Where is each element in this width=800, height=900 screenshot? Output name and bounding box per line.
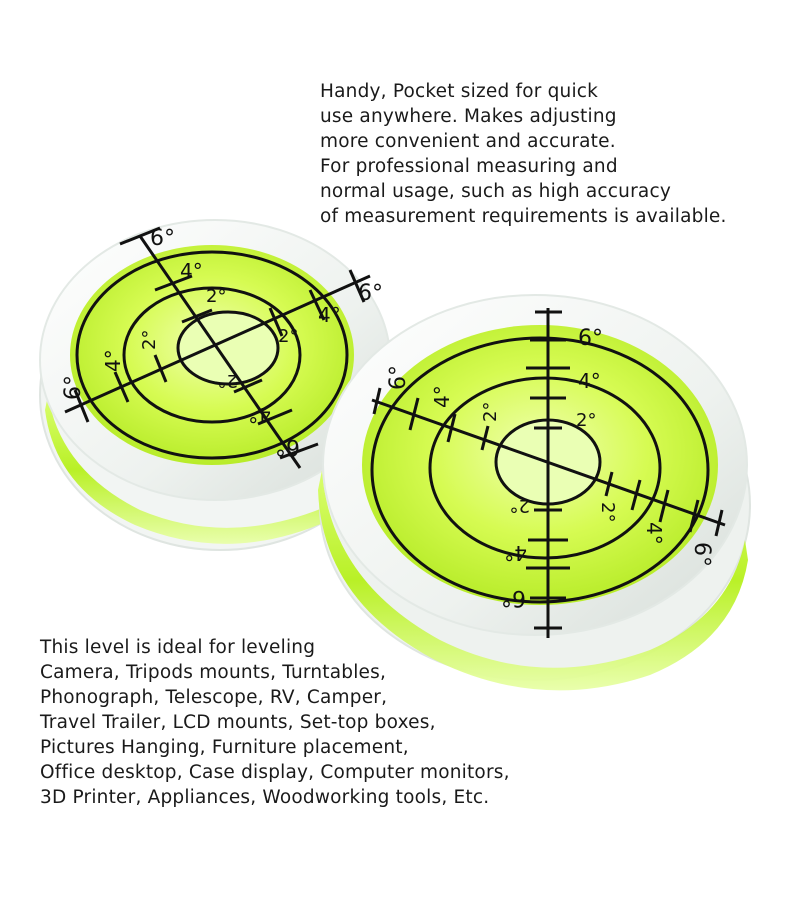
left-level-label-6-bottom: 6° bbox=[275, 434, 300, 459]
description-line: Phonograph, Telescope, RV, Camper, bbox=[40, 687, 388, 708]
left-level-label-4-right: 4° bbox=[318, 303, 341, 327]
product-description-top: Handy, Pocket sized for quick use anywhe… bbox=[320, 79, 727, 229]
right-level-label-6-right: 6° bbox=[689, 542, 714, 567]
right-level-label-4-top: 4° bbox=[578, 369, 601, 393]
left-level-label-6-top: 6° bbox=[150, 226, 175, 251]
description-line: Handy, Pocket sized for quick bbox=[320, 81, 599, 102]
right-bubble-level: 6° 4° 2° 6° 4° 2° 2° 4° 6° 2° 4° 6° bbox=[318, 294, 751, 691]
left-level-label-2-bottom: 2° bbox=[218, 370, 238, 391]
left-level-label-4-top: 4° bbox=[180, 259, 203, 283]
right-level-label-4-right: 4° bbox=[642, 522, 666, 545]
description-line: Travel Trailer, LCD mounts, Set-top boxe… bbox=[40, 712, 436, 733]
description-line: use anywhere. Makes adjusting bbox=[320, 106, 617, 127]
right-level-label-4-bottom: 4° bbox=[504, 541, 527, 565]
right-level-label-6-top: 6° bbox=[578, 326, 603, 351]
left-level-label-4-bottom: 4° bbox=[248, 403, 271, 427]
left-bubble-level: 6° 4° 2° 6° 4° 2° 2° 4° 6° 2° 4° 6° bbox=[39, 219, 401, 551]
right-level-label-2-right: 2° bbox=[597, 502, 618, 522]
description-line: For professional measuring and bbox=[320, 156, 618, 177]
right-level-label-2-left: 2° bbox=[480, 402, 501, 422]
description-line: Office desktop, Case display, Computer m… bbox=[40, 762, 510, 783]
left-level-label-6-right: 6° bbox=[358, 281, 383, 306]
description-line: Camera, Tripods mounts, Turntables, bbox=[40, 662, 387, 683]
right-level-label-4-left: 4° bbox=[430, 385, 454, 408]
description-line: 3D Printer, Appliances, Woodworking tool… bbox=[40, 787, 490, 808]
right-level-label-6-bottom: 6° bbox=[501, 585, 526, 610]
description-line: of measurement requirements is available… bbox=[320, 206, 727, 227]
right-level-label-2-bottom: 2° bbox=[510, 495, 530, 516]
description-line: normal usage, such as high accuracy bbox=[320, 181, 671, 202]
description-line: Pictures Hanging, Furniture placement, bbox=[40, 737, 409, 758]
left-level-label-6-left: 6° bbox=[61, 375, 86, 400]
left-level-label-2-top: 2° bbox=[206, 286, 226, 307]
right-level-label-6-left: 6° bbox=[386, 365, 411, 390]
description-line: This level is ideal for leveling bbox=[40, 637, 316, 658]
right-level-label-2-top: 2° bbox=[576, 410, 596, 431]
description-line: more convenient and accurate. bbox=[320, 131, 616, 152]
product-description-bottom: This level is ideal for leveling Camera,… bbox=[40, 635, 510, 810]
left-level-label-2-right: 2° bbox=[278, 326, 298, 347]
left-level-label-4-left: 4° bbox=[101, 349, 125, 372]
left-level-label-2-left: 2° bbox=[139, 330, 160, 350]
